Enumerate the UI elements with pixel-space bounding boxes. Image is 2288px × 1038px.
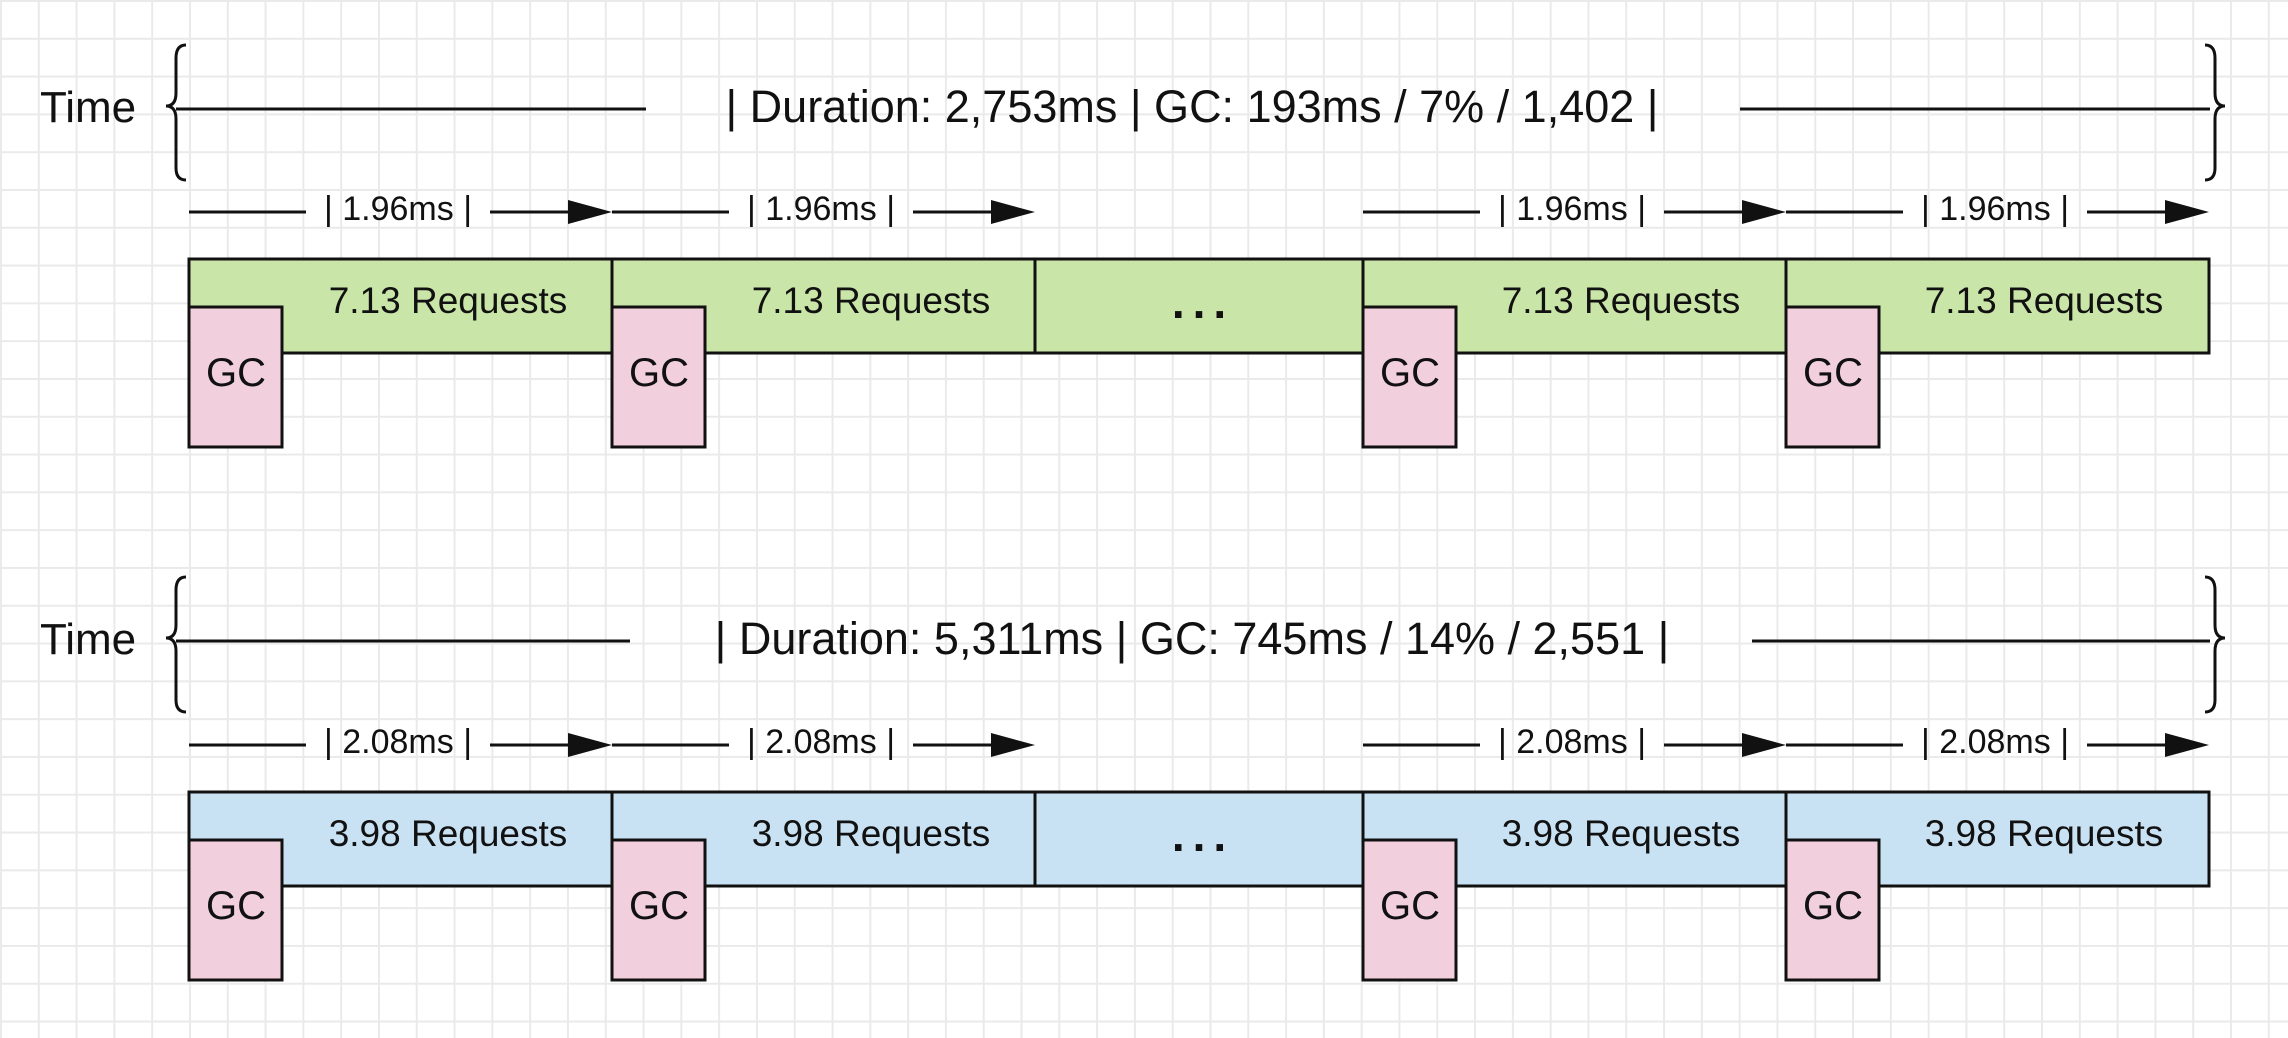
requests-label: 7.13 Requests [752,280,991,321]
interval-arrow [189,733,612,757]
gc-block [610,305,707,449]
interval-arrows [189,733,2209,757]
interval-arrow [612,733,1035,757]
duration-label: | Duration: 5,311ms | GC: 745ms / 14% / … [715,613,1670,664]
interval-label: | 2.08ms | [747,723,895,761]
interval-label: | 1.96ms | [747,190,895,228]
interval-arrow [1363,200,1786,224]
requests-label: 3.98 Requests [1502,813,1741,854]
requests-label: 3.98 Requests [329,813,568,854]
requests-label: 3.98 Requests [752,813,991,854]
ellipsis-label: ... [1172,809,1234,861]
interval-arrows [189,200,2209,224]
interval-label: | 1.96ms | [1921,190,2069,228]
gc-block [1361,838,1458,982]
gc-block [1361,305,1458,449]
time-label: Time [40,615,136,664]
timeline-1: Time | Duration: 2,753ms | GC: 193ms / 7… [40,43,2226,449]
gc-label: GC [629,884,689,928]
timeline-2: Time | Duration: 5,311ms | GC: 745ms / 1… [40,575,2226,982]
interval-arrow [1786,733,2209,757]
requests-label: 3.98 Requests [1925,813,2164,854]
ellipsis-block [1033,790,1365,888]
duration-brace [165,43,2226,182]
interval-label: | 2.08ms | [1498,723,1646,761]
interval-arrow [189,200,612,224]
gc-blocks [187,838,1881,982]
interval-arrow [612,200,1035,224]
requests-label: 7.13 Requests [1502,280,1741,321]
interval-arrow [1786,200,2209,224]
duration-brace [165,575,2226,714]
gc-block [610,838,707,982]
interval-label: | 1.96ms | [1498,190,1646,228]
gc-block [187,305,284,449]
interval-label: | 1.96ms | [324,190,472,228]
gc-label: GC [629,351,689,395]
gc-block [1784,305,1881,449]
gc-label: GC [1803,884,1863,928]
gc-label: GC [206,351,266,395]
interval-arrow [1363,733,1786,757]
interval-label: | 2.08ms | [1921,723,2069,761]
gc-blocks [187,305,1881,449]
requests-label: 7.13 Requests [329,280,568,321]
gc-label: GC [1803,351,1863,395]
gc-block [1784,838,1881,982]
gc-label: GC [1380,351,1440,395]
interval-label: | 2.08ms | [324,723,472,761]
gc-label: GC [1380,884,1440,928]
duration-label: | Duration: 2,753ms | GC: 193ms / 7% / 1… [725,81,1658,132]
ellipsis-block [1033,257,1365,355]
time-label: Time [40,83,136,132]
gc-label: GC [206,884,266,928]
gc-block [187,838,284,982]
requests-label: 7.13 Requests [1925,280,2164,321]
ellipsis-label: ... [1172,276,1234,328]
